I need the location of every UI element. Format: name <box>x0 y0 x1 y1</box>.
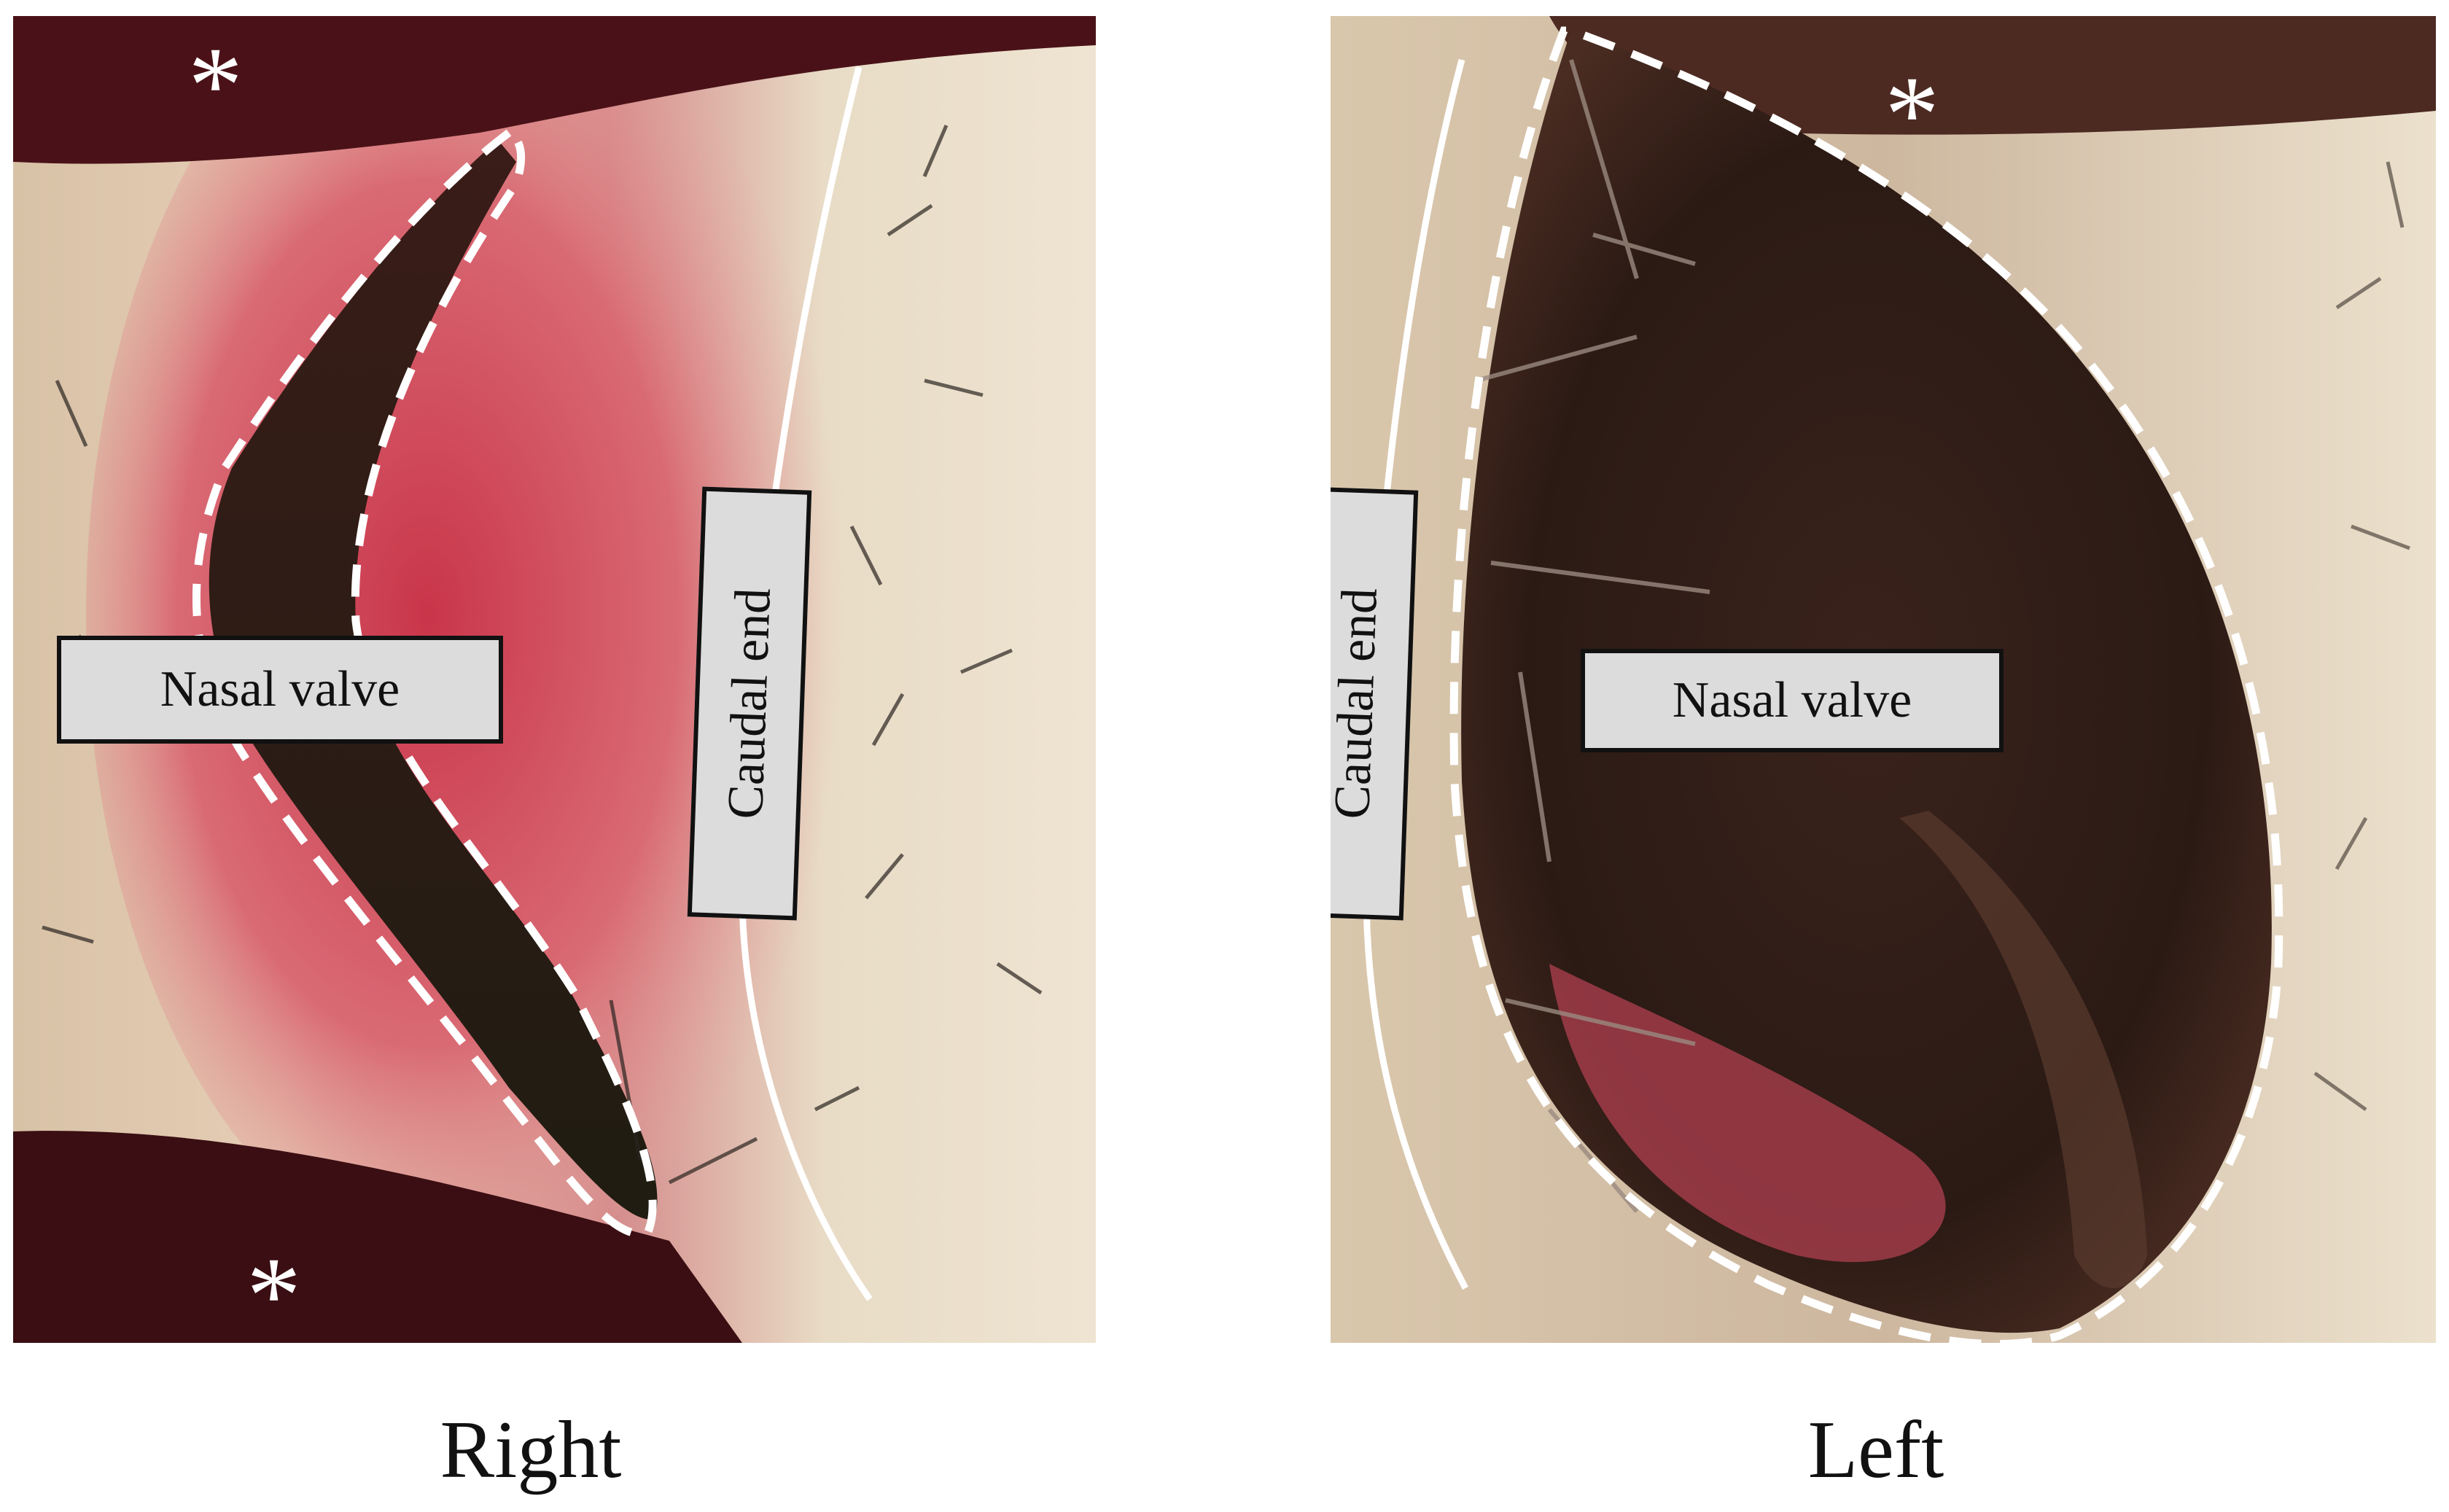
caption-right: Right <box>440 1405 622 1495</box>
nasal-valve-label: Nasal valve <box>57 636 503 744</box>
nasal-valve-label-text: Nasal valve <box>160 661 400 717</box>
photo-right-nostril: * * Nasal valve Caudal end <box>13 16 1096 1343</box>
upper-retractor <box>1549 16 2436 135</box>
caudal-end-label-text: Caudal end <box>717 587 782 820</box>
upper-retractor <box>13 16 1096 164</box>
nasal-valve-outline <box>1449 26 2283 1343</box>
nasal-valve-outline <box>192 128 657 1239</box>
hair-strands-right <box>2313 161 2410 1112</box>
mucosa-red-area <box>1549 964 1946 1263</box>
turbinate-fold <box>1899 811 2147 1288</box>
caption-left: Left <box>1807 1405 1944 1495</box>
nasal-valve-label-text: Nasal valve <box>1672 672 1912 728</box>
marker-asterisk-bottom: * <box>246 1235 301 1343</box>
caudal-end-label: Caudal end <box>687 486 812 921</box>
photo-left-nostril: * Nasal valve Caudal end <box>1331 16 2436 1343</box>
hair-strands <box>42 125 1043 1185</box>
marker-asterisk-top: * <box>188 25 243 146</box>
lower-retractor <box>13 1131 742 1343</box>
nasal-valve-label: Nasal valve <box>1581 649 2004 752</box>
caudal-end-label-text: Caudal end <box>1331 587 1388 820</box>
nasal-cavity <box>209 140 658 1220</box>
marker-asterisk-top: * <box>1885 54 1939 175</box>
caudal-end-label: Caudal end <box>1331 486 1419 921</box>
